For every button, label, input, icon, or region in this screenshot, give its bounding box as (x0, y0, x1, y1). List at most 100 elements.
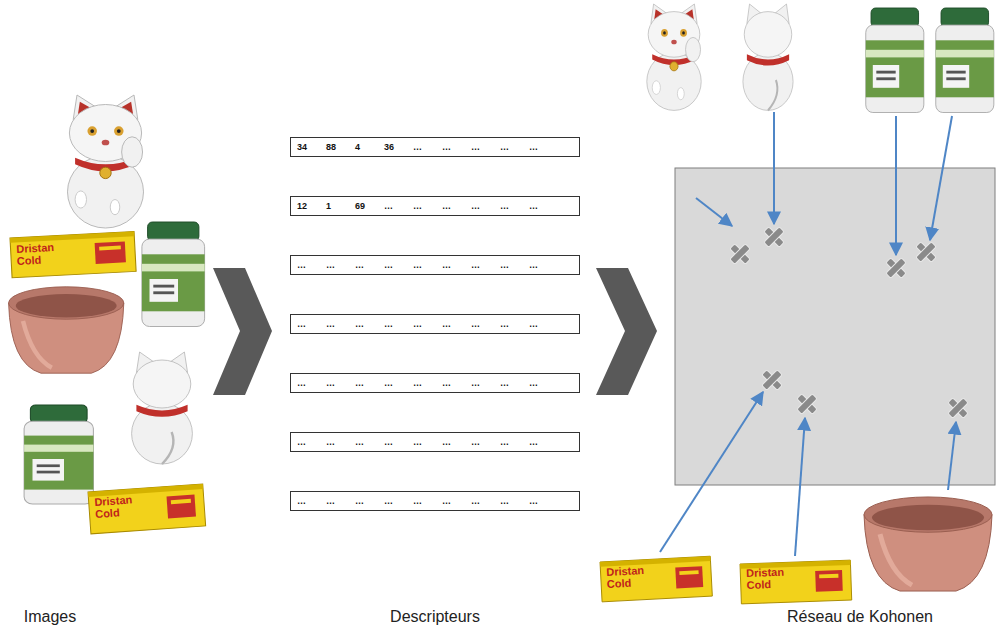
descriptor-value: … (500, 143, 529, 152)
chevron (213, 268, 272, 395)
descriptor-value: … (413, 143, 442, 152)
descriptor-value: … (500, 320, 529, 329)
descriptor-value: … (355, 497, 384, 506)
chevron (596, 268, 657, 395)
box-image (10, 231, 136, 277)
descriptor-value: … (413, 379, 442, 388)
descriptor-value: … (471, 320, 500, 329)
descriptor-value: … (326, 497, 355, 506)
assignment-arrow (930, 116, 952, 240)
descriptor-value: … (500, 261, 529, 270)
descriptor-row: ……………………… (290, 373, 580, 393)
descriptor-value: … (500, 438, 529, 447)
descriptor-value: … (326, 261, 355, 270)
descriptor-value: … (297, 320, 326, 329)
assignment-arrow (895, 116, 897, 255)
descriptor-value: … (442, 320, 471, 329)
descriptor-value: … (355, 261, 384, 270)
descriptor-value: … (413, 497, 442, 506)
column-caption: Descripteurs (335, 608, 535, 626)
descriptor-value: … (413, 202, 442, 211)
descriptor-value: … (297, 261, 326, 270)
cat-image (68, 95, 144, 228)
descriptor-row: ……………………… (290, 432, 580, 452)
descriptor-value: … (384, 261, 413, 270)
bottle-image (936, 8, 994, 113)
kohonen-map (675, 168, 995, 485)
assignment-arrow (696, 198, 732, 226)
column-caption: Images (0, 608, 100, 626)
neuron-marker (762, 370, 783, 391)
descriptor-value: … (529, 438, 558, 447)
product-brand: Dristan Cold (16, 241, 79, 267)
descriptor-value: … (384, 320, 413, 329)
descriptor-value: … (355, 379, 384, 388)
box-image (600, 556, 712, 602)
descriptor-value: … (326, 379, 355, 388)
descriptor-value: … (529, 143, 558, 152)
neuron-marker (730, 244, 751, 265)
descriptor-value: 36 (384, 143, 413, 152)
descriptor-value: … (442, 497, 471, 506)
descriptor-value: … (442, 379, 471, 388)
descriptor-value: 88 (326, 143, 355, 152)
descriptor-value: 12 (297, 202, 326, 211)
descriptor-value: … (529, 497, 558, 506)
product-brand: Dristan Cold (16, 241, 54, 266)
descriptor-value: … (442, 202, 471, 211)
neuron-marker (797, 394, 818, 415)
neuron-marker (948, 398, 969, 419)
descriptor-value: … (326, 438, 355, 447)
product-brand: Dristan Cold (94, 493, 157, 520)
descriptor-value: … (297, 497, 326, 506)
descriptor-row: 3488436…………… (290, 137, 580, 157)
descriptor-row: 12169……………… (290, 196, 580, 216)
descriptor-value: … (471, 202, 500, 211)
descriptor-value: … (500, 379, 529, 388)
descriptor-value: … (384, 379, 413, 388)
descriptor-value: … (384, 202, 413, 211)
descriptor-value: … (471, 438, 500, 447)
descriptor-value: 34 (297, 143, 326, 152)
cat-image (647, 4, 701, 110)
column-caption: Images (24, 608, 76, 625)
descriptor-value: … (297, 379, 326, 388)
descriptor-value: … (326, 320, 355, 329)
product-brand: Dristan Cold (606, 564, 669, 590)
product-brand: Dristan Cold (746, 566, 809, 591)
column-caption: Réseau de Kohonen (787, 608, 933, 625)
descriptor-value: … (413, 261, 442, 270)
cat-back-image (132, 352, 193, 464)
descriptor-value: … (297, 438, 326, 447)
assignment-arrow (660, 392, 763, 552)
descriptor-value: … (355, 438, 384, 447)
neuron-marker (886, 258, 907, 279)
descriptor-value: … (413, 438, 442, 447)
column-caption: Réseau de Kohonen (735, 608, 985, 626)
descriptor-row: ……………………… (290, 255, 580, 275)
box-image (88, 484, 206, 534)
descriptor-value: 69 (355, 202, 384, 211)
descriptor-value: … (442, 438, 471, 447)
descriptor-value: … (471, 497, 500, 506)
descriptor-value: … (529, 261, 558, 270)
descriptor-value: 4 (355, 143, 384, 152)
product-brand: Dristan Cold (746, 566, 784, 591)
bowl-image (9, 287, 124, 373)
box-image (740, 560, 852, 604)
bowl-image (864, 497, 992, 591)
descriptor-value: … (529, 379, 558, 388)
assignment-arrow (795, 418, 805, 556)
assignment-arrow (773, 112, 775, 224)
descriptor-value: … (442, 261, 471, 270)
bottle-image (866, 8, 924, 113)
descriptor-value: … (384, 438, 413, 447)
descriptor-value: … (442, 143, 471, 152)
descriptor-row: ……………………… (290, 314, 580, 334)
neuron-marker (764, 227, 785, 248)
descriptor-value: … (355, 320, 384, 329)
product-brand: Dristan Cold (94, 493, 133, 519)
descriptor-row: ……………………… (290, 491, 580, 511)
descriptor-value: … (384, 497, 413, 506)
descriptor-value: … (471, 143, 500, 152)
